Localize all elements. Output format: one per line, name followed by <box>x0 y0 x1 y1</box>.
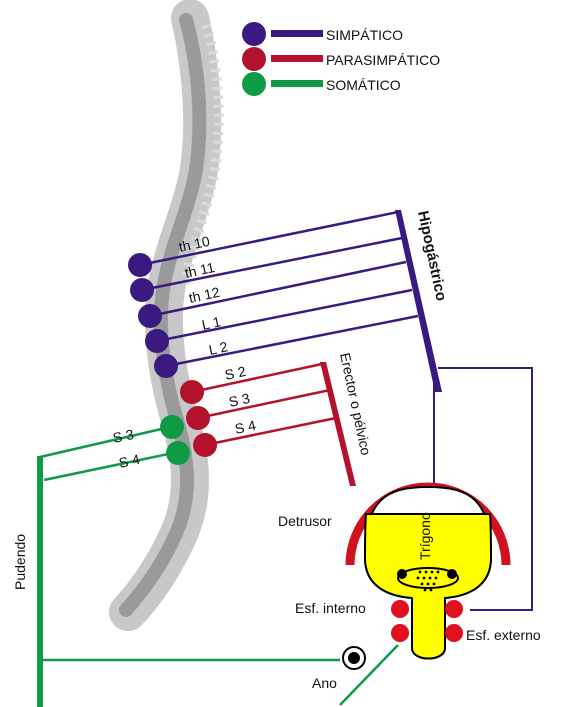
parasympathetic-fibers <box>192 364 336 445</box>
somatic-roots: S 3 S 4 <box>111 415 190 471</box>
root-label-s3-somatic: S 3 <box>111 426 135 446</box>
trigone-label: Trígono <box>417 512 433 560</box>
root-dot-th10 <box>128 253 152 277</box>
legend: SIMPÁTICO PARASIMPÁTICO SOMÁTICO <box>242 22 440 96</box>
ureter-orifice-left <box>397 569 407 579</box>
sympathetic-dot <box>242 22 266 46</box>
somatic-dot <box>242 72 266 96</box>
root-dot-s3-somatic <box>160 415 184 439</box>
root-label-l1: L 1 <box>200 313 222 333</box>
legend-item-parasympathetic: PARASIMPÁTICO <box>242 47 440 71</box>
external-sphincter-left <box>445 600 463 618</box>
internal-sphincter-right <box>391 624 409 642</box>
somatic-bar <box>271 80 323 87</box>
anus-label: Ano <box>312 675 337 691</box>
external-sphincter-right <box>445 624 463 642</box>
legend-label-sympathetic: SIMPÁTICO <box>326 27 403 43</box>
legend-item-somatic: SOMÁTICO <box>242 72 401 96</box>
root-dot-l2 <box>154 354 178 378</box>
fiber-s2-para <box>192 364 322 392</box>
pudendal-nerve-trunk <box>37 456 43 707</box>
anus-marker <box>343 647 365 669</box>
parasympathetic-dot <box>242 47 266 71</box>
ureter-orifice-right <box>447 569 457 579</box>
fiber-s3-somatic <box>40 427 170 457</box>
pudendal-label: Pudendo <box>12 534 28 590</box>
internal-sphincter-left <box>391 600 409 618</box>
root-dot-s2-para <box>180 380 204 404</box>
root-dot-s3-para <box>186 406 210 430</box>
internal-sphincter-label: Esf. interno <box>295 600 366 616</box>
root-dot-s4-somatic <box>166 441 190 465</box>
fiber-s4-somatic <box>44 452 178 480</box>
root-dot-th12 <box>138 304 162 328</box>
root-dot-th11 <box>130 278 154 302</box>
legend-item-sympathetic: SIMPÁTICO <box>242 22 403 46</box>
legend-label-parasympathetic: PARASIMPÁTICO <box>326 52 440 68</box>
root-label-s4-somatic: S 4 <box>117 451 141 471</box>
legend-label-somatic: SOMÁTICO <box>326 77 401 93</box>
sympathetic-bar <box>271 30 323 37</box>
detrusor-label: Detrusor <box>278 513 332 529</box>
parasympathetic-bar <box>271 55 323 62</box>
root-dot-s4-para <box>193 433 217 457</box>
root-dot-l1 <box>145 329 169 353</box>
external-sphincter-label: Esf. externo <box>466 627 541 643</box>
hypogastric-label: Hipogástrico <box>414 209 450 302</box>
fiber-s4-para <box>205 418 336 445</box>
fiber-s3-para <box>198 390 330 418</box>
